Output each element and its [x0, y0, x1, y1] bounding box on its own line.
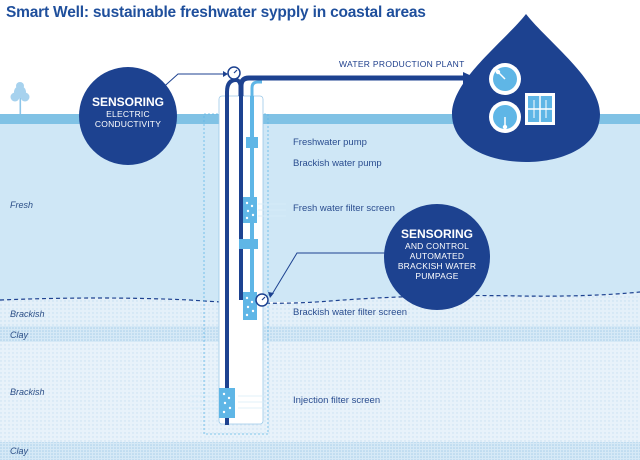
- label-brackish-pump: Brackish water pump: [293, 158, 382, 169]
- sensor-top-line-2: CONDUCTIVITY: [94, 119, 162, 129]
- sensor-mid-line-1: AND CONTROL: [404, 241, 470, 251]
- sensor-mid-line-3: BRACKISH WATER: [397, 261, 477, 271]
- freshwater-pump: [246, 137, 258, 148]
- sensor-mid-text: SENSORING AND CONTROL AUTOMATED BRACKISH…: [387, 227, 487, 281]
- label-freshwater-pump: Freshwater pump: [293, 137, 367, 148]
- mid-gauge-icon: [255, 293, 269, 307]
- treatment-plant-icon: [489, 63, 555, 133]
- sensor-mid-line-2: AUTOMATED: [409, 251, 465, 261]
- layer-label-clay-upper: Clay: [10, 330, 29, 340]
- layer-label-fresh: Fresh: [10, 200, 34, 210]
- label-injection-filter: Injection filter screen: [293, 395, 381, 406]
- water-production-plant-label: WATER PRODUCTION PLANT: [339, 59, 465, 69]
- sensor-mid-heading: SENSORING: [400, 227, 473, 241]
- sensor-mid-circle: [384, 204, 490, 310]
- brackish-filter-screen: [243, 292, 257, 320]
- fresh-brackish-interface: [0, 291, 640, 304]
- water-drop-icon: [452, 14, 600, 162]
- label-brackish-filter: Brackish water filter screen: [293, 307, 408, 318]
- brackish-pipe: [225, 77, 243, 425]
- sensor-top-heading: SENSORING: [91, 95, 164, 109]
- layer-label-clay-lower: Clay: [10, 446, 29, 456]
- injection-filter-screen: [190, 388, 266, 418]
- brackish-water-pump: [239, 239, 258, 249]
- top-gauge-icon: [227, 66, 241, 80]
- sensor-top-text: SENSORING ELECTRIC CONDUCTIVITY: [88, 95, 168, 129]
- sensor-top-line-1: ELECTRIC: [106, 109, 150, 119]
- fresh-filter-screen: [243, 197, 286, 223]
- ground-surface: [0, 114, 640, 124]
- layer-label-brackish-upper: Brackish: [10, 309, 45, 319]
- diagram-title: Smart Well: sustainable freshwater syppl…: [6, 4, 426, 21]
- label-fresh-filter: Fresh water filter screen: [293, 203, 395, 214]
- production-pipe: [238, 75, 465, 96]
- sensor-mid-line-4: PUMPAGE: [415, 271, 459, 281]
- layer-label-brackish-lower: Brackish: [10, 387, 45, 397]
- tree-icon: [10, 82, 30, 114]
- sensor-top-circle: [79, 67, 177, 165]
- sensor-mid-connector: [270, 252, 385, 297]
